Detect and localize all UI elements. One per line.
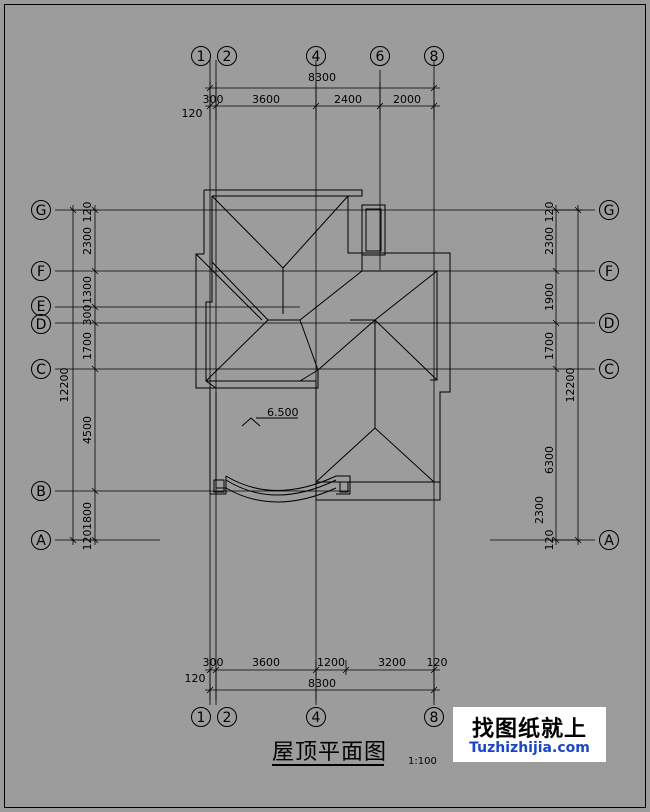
top-dim-3: 2400 [334,93,362,106]
left-dimension-lines [69,205,99,545]
roof-outline [195,189,451,501]
top-dim-2: 3600 [252,93,280,106]
axis-left-e: E [37,299,46,315]
axis-bottom-4: 4 [312,710,321,726]
watermark-cn: 找图纸就上 [471,717,587,742]
axis-top-1: 1 [197,49,206,65]
bottom-dim-1: 300 [203,656,224,669]
axis-bottom-8: 8 [430,710,439,726]
top-total-dim: 8300 [308,71,336,84]
watermark-badge: 找图纸就上 Tuzhizhijia.com [453,707,606,762]
axis-left-c: C [36,362,46,378]
axis-top-2: 2 [223,49,232,65]
axis-left-f: F [37,264,45,280]
watermark-en: Tuzhizhijia.com [469,740,590,756]
right-dim-dc: 1700 [543,332,556,360]
right-dim-gf: 2300 [543,227,556,255]
top-dim-1: 300 [203,93,224,106]
axis-right-f: F [605,264,613,280]
right-dim-fd: 1900 [543,283,556,311]
elevation-label: 6.500 [267,406,299,419]
top-side-dim: 120 [182,107,203,120]
top-axis-bubbles [191,46,444,66]
right-dim-a: 120 [543,530,556,551]
left-dim-a: 120 [81,530,94,551]
bottom-dim-2: 3600 [252,656,280,669]
drawing-title: 屋顶平面图 [272,740,388,765]
left-dim-dc: 1700 [81,332,94,360]
right-total-dim: 12200 [564,368,577,403]
right-dim-sub: 2300 [533,496,546,524]
axis-right-c: C [604,362,614,378]
axis-left-g: G [36,203,47,219]
left-dim-ba: 1800 [81,502,94,530]
right-dimension-lines [552,205,582,545]
axis-left-b: B [36,484,46,500]
axis-right-d: D [604,316,615,332]
axis-bottom-2: 2 [223,710,232,726]
drawing-scale: 1:100 [408,756,437,767]
left-dim-gf: 2300 [81,227,94,255]
left-dim-g: 120 [81,202,94,223]
axis-left-a: A [36,533,46,549]
bottom-dim-5: 120 [427,656,448,669]
flat-roof-area [209,388,351,503]
axis-right-a: A [604,533,614,549]
axis-top-4: 4 [312,49,321,65]
axis-bottom-1: 1 [197,710,206,726]
left-total-dim: 12200 [58,368,71,403]
axis-top-8: 8 [430,49,439,65]
left-dim-ed: 300 [81,305,94,326]
bottom-side-dim: 120 [185,672,206,685]
bottom-axis-bubbles [191,707,444,727]
right-dim-ca: 6300 [543,446,556,474]
left-dim-cb: 4500 [81,416,94,444]
elevation-marker [241,417,298,427]
axis-left-d: D [36,317,47,333]
bottom-total-dim: 8300 [308,677,336,690]
drawing-border [4,4,646,808]
right-dim-g: 120 [543,202,556,223]
axis-right-g: G [604,203,615,219]
left-dim-fe: 1300 [81,276,94,304]
bottom-dim-4: 3200 [378,656,406,669]
bottom-dim-3: 1200 [317,656,345,669]
right-axis-bubbles [599,200,619,550]
title-underline [272,764,384,766]
left-axis-bubbles [31,200,51,550]
vertical-grid-lines [209,60,435,705]
bottom-dimension-lines [205,660,440,700]
top-dimension-lines [205,82,440,120]
top-dim-4: 2000 [393,93,421,106]
axis-top-6: 6 [376,49,385,65]
horizontal-grid-lines [55,209,595,541]
